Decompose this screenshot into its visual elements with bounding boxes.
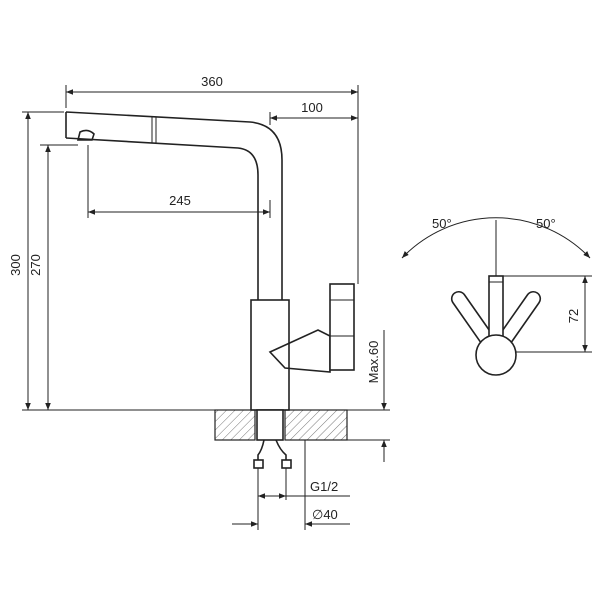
countertop-left bbox=[214, 409, 256, 441]
dim-label-245: 245 bbox=[169, 193, 191, 208]
dim-label-360: 360 bbox=[201, 74, 223, 89]
dim-label-100: 100 bbox=[301, 100, 323, 115]
spout-arm-lower bbox=[65, 137, 259, 300]
lever-rotation-view: 50° 50° 72 bbox=[401, 216, 592, 376]
dim-label-270: 270 bbox=[28, 254, 43, 276]
rotation-arc bbox=[401, 217, 591, 259]
hose-left bbox=[257, 439, 265, 462]
mounting-shank bbox=[256, 409, 284, 441]
dim-label-300: 300 bbox=[8, 254, 23, 276]
lever-handle bbox=[329, 283, 355, 371]
dimensions: 360 100 245 300 270 Max.60 G1/2 bbox=[8, 74, 390, 530]
spout-arm bbox=[65, 111, 283, 300]
hose-connector-right bbox=[281, 459, 292, 469]
dim-label-max60: Max.60 bbox=[366, 341, 381, 384]
dim-label-g12: G1/2 bbox=[310, 479, 338, 494]
lever-base-circle bbox=[475, 334, 517, 376]
aerator-nozzle bbox=[76, 129, 95, 141]
faucet-body bbox=[250, 299, 290, 411]
faucet-side-view bbox=[65, 111, 355, 480]
angle-label-left: 50° bbox=[432, 216, 452, 231]
hose-connector-left bbox=[253, 459, 264, 469]
angle-label-right: 50° bbox=[536, 216, 556, 231]
countertop-right bbox=[284, 409, 348, 441]
dim-label-72: 72 bbox=[566, 309, 581, 323]
dim-label-d40: ∅40 bbox=[312, 507, 338, 522]
hose-right bbox=[275, 439, 287, 462]
